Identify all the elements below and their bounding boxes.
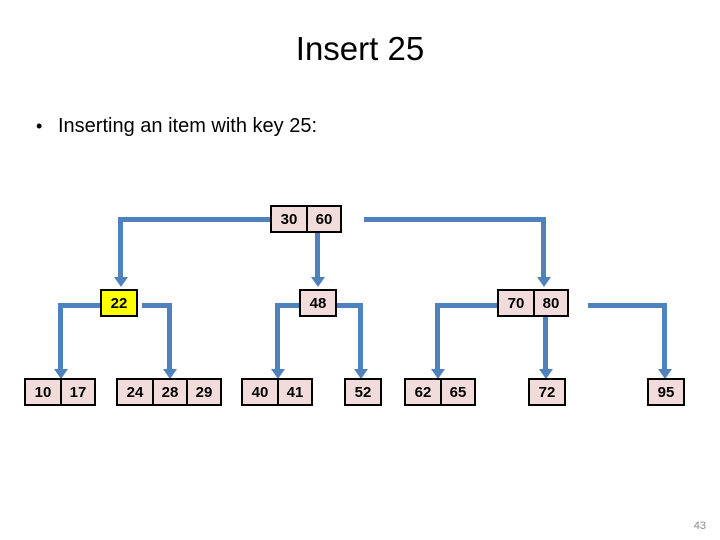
btree-key-cell: 22 bbox=[110, 294, 128, 312]
edge-22-to-1017-arrowhead bbox=[53, 369, 68, 379]
edge-root-to-48-vertical bbox=[315, 231, 320, 279]
btree-key-cell: 80 bbox=[533, 291, 567, 315]
btree-node-root[interactable]: 30 60 bbox=[270, 205, 342, 233]
page-title: Insert 25 bbox=[295, 30, 425, 67]
bullet-marker-icon: • bbox=[36, 116, 43, 136]
edge-7080-to-95-arrowhead bbox=[657, 369, 672, 379]
btree-key-cell: 62 bbox=[414, 383, 432, 401]
edge-48-to-4041-arrowhead bbox=[270, 369, 285, 379]
btree-leaf-10-17[interactable]: 10 17 bbox=[24, 378, 96, 406]
edge-root-to-7080-horizontal bbox=[364, 217, 546, 222]
btree-node-48[interactable]: 48 bbox=[299, 289, 337, 317]
btree-key-cell: 48 bbox=[309, 294, 327, 312]
btree-key-cell: 10 bbox=[34, 383, 52, 401]
edge-7080-to-6265-horizontal bbox=[435, 303, 499, 308]
edge-7080-to-95-vertical bbox=[662, 303, 667, 371]
edge-7080-to-72-vertical bbox=[543, 317, 548, 371]
btree-leaf-72[interactable]: 72 bbox=[528, 378, 566, 406]
edge-48-to-4041-vertical bbox=[275, 303, 280, 371]
btree-key-cell: 24 bbox=[126, 383, 144, 401]
edge-7080-to-6265-vertical bbox=[435, 303, 440, 371]
edge-root-to-22-vertical bbox=[118, 217, 123, 279]
bullet-item-label: Inserting an item with key 25: bbox=[58, 115, 318, 137]
btree-key-cell: 95 bbox=[657, 383, 675, 401]
edge-root-to-7080-vertical bbox=[541, 217, 546, 279]
edge-48-to-4041-horizontal bbox=[275, 303, 302, 308]
btree-key-cell: 40 bbox=[251, 383, 269, 401]
edge-22-to-1017-horizontal bbox=[58, 303, 104, 308]
edge-7080-to-95-horizontal bbox=[588, 303, 667, 308]
edge-root-to-22-arrowhead bbox=[113, 277, 128, 287]
edge-48-to-52-vertical bbox=[358, 303, 363, 371]
btree-node-70-80[interactable]: 70 80 bbox=[497, 289, 569, 317]
edge-7080-to-6265-arrowhead bbox=[430, 369, 445, 379]
btree-leaf-24-28-29[interactable]: 24 28 29 bbox=[116, 378, 222, 406]
edge-48-to-52-horizontal bbox=[336, 303, 363, 308]
edge-22-to-242829-horizontal bbox=[142, 303, 172, 308]
edge-root-to-7080-arrowhead bbox=[536, 277, 551, 287]
btree-key-cell: 72 bbox=[538, 383, 556, 401]
btree-key-cell: 65 bbox=[440, 380, 474, 404]
btree-key-cell: 17 bbox=[60, 380, 94, 404]
btree-key-cell: 28 bbox=[152, 380, 186, 404]
btree-leaf-62-65[interactable]: 62 65 bbox=[404, 378, 476, 406]
btree-key-cell: 29 bbox=[186, 380, 220, 404]
btree-leaf-52[interactable]: 52 bbox=[344, 378, 382, 406]
edge-7080-to-72-arrowhead bbox=[538, 369, 553, 379]
edge-22-to-242829-arrowhead bbox=[162, 369, 177, 379]
btree-leaf-95[interactable]: 95 bbox=[647, 378, 685, 406]
edge-22-to-1017-vertical bbox=[58, 303, 63, 371]
btree-key-cell: 41 bbox=[277, 380, 311, 404]
btree-key-cell: 30 bbox=[280, 210, 298, 228]
edge-22-to-242829-vertical bbox=[167, 303, 172, 371]
btree-key-cell: 60 bbox=[306, 207, 340, 231]
btree-node-22-highlighted[interactable]: 22 bbox=[100, 289, 138, 317]
bullet-item: • Inserting an item with key 25: bbox=[36, 115, 317, 138]
btree-leaf-40-41[interactable]: 40 41 bbox=[241, 378, 313, 406]
btree-key-cell: 70 bbox=[507, 294, 525, 312]
edge-root-to-48-arrowhead bbox=[310, 277, 325, 287]
btree-key-cell: 52 bbox=[354, 383, 372, 401]
edge-root-to-22-horizontal bbox=[118, 217, 272, 222]
page-number: 43 bbox=[693, 520, 706, 532]
edge-48-to-52-arrowhead bbox=[353, 369, 368, 379]
